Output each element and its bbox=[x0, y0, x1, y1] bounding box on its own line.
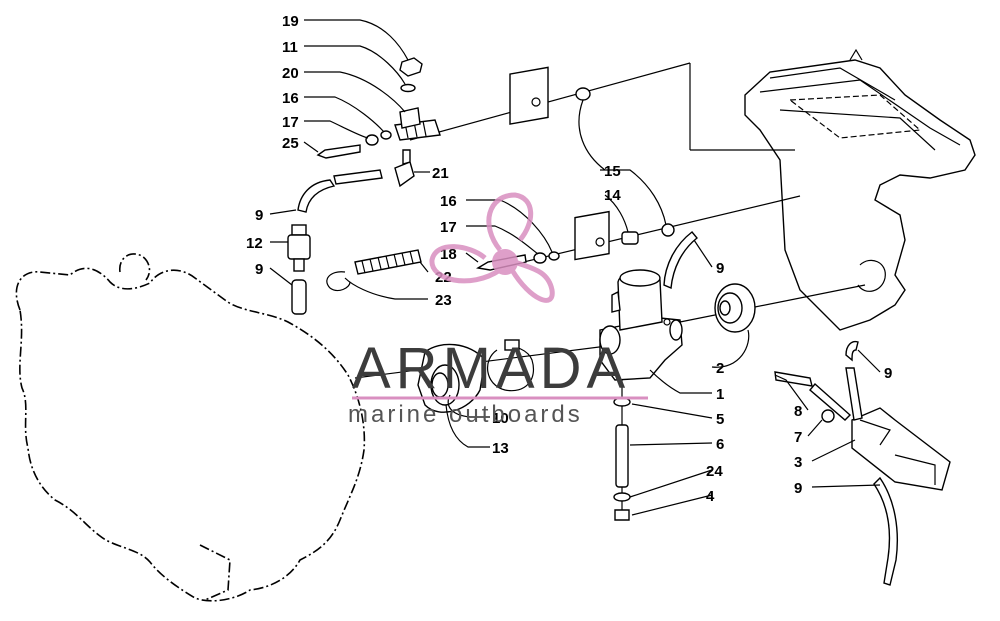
spacer-14 bbox=[621, 231, 639, 245]
callout-8: 8 bbox=[794, 403, 802, 420]
washer-11 bbox=[400, 83, 416, 93]
nut-7 bbox=[821, 409, 835, 423]
washer-16a bbox=[380, 130, 392, 140]
screw-25 bbox=[316, 144, 361, 159]
callout-16: 16 bbox=[282, 90, 299, 107]
airbox-housing bbox=[744, 48, 976, 331]
callout-17: 17 bbox=[282, 114, 299, 131]
mounting-bracket-upper bbox=[509, 66, 549, 125]
hex-nut-19 bbox=[399, 57, 423, 77]
grommet-15 bbox=[661, 223, 675, 237]
washer-17a bbox=[365, 134, 379, 146]
callout-18: 18 bbox=[440, 246, 457, 263]
air-adapter-2 bbox=[714, 283, 756, 333]
carburetor bbox=[599, 269, 683, 381]
clip-24 bbox=[613, 492, 631, 502]
callout-23: 23 bbox=[435, 292, 452, 309]
callout-4: 4 bbox=[706, 488, 715, 505]
hose-8 bbox=[774, 371, 813, 387]
mounting-bracket-lower bbox=[574, 210, 610, 261]
engine-mount bbox=[199, 544, 231, 601]
plug-4 bbox=[614, 509, 630, 521]
assembly-line-carb bbox=[679, 284, 866, 323]
hose-8b bbox=[809, 382, 852, 421]
callout-12: 12 bbox=[246, 235, 263, 252]
clamp-10 bbox=[487, 345, 534, 392]
clamp-10-screw bbox=[504, 339, 520, 351]
fuel-hose-upper-b bbox=[333, 169, 383, 185]
callout-9: 9 bbox=[794, 480, 802, 497]
reed-valve-3 bbox=[851, 407, 951, 491]
callout-21: 21 bbox=[432, 165, 449, 182]
armada-logo-icon bbox=[429, 192, 555, 303]
callout-5: 5 bbox=[716, 411, 724, 428]
callout-17: 17 bbox=[440, 219, 457, 236]
assembly-line-upper bbox=[409, 62, 691, 141]
circlip-23 bbox=[326, 271, 351, 292]
callout-13: 13 bbox=[492, 440, 509, 457]
fuel-hose-short bbox=[291, 279, 307, 315]
callout-14: 14 bbox=[604, 187, 621, 204]
grommet-upper-leader bbox=[578, 99, 606, 171]
fuel-hose-upper bbox=[297, 179, 336, 213]
hose-9-lower bbox=[873, 476, 899, 586]
hose-9-vertical bbox=[845, 367, 863, 421]
engine-outline bbox=[15, 267, 366, 602]
callout-24: 24 bbox=[706, 463, 723, 480]
fuel-filter-12 bbox=[287, 224, 311, 272]
callout-9: 9 bbox=[255, 207, 263, 224]
callout-9: 9 bbox=[255, 261, 263, 278]
watermark-subtitle: marine outboards bbox=[348, 401, 583, 428]
cable-adjuster-assembly bbox=[316, 57, 441, 188]
callout-7: 7 bbox=[794, 429, 802, 446]
callout-6: 6 bbox=[716, 436, 724, 453]
callout-20: 20 bbox=[282, 65, 299, 82]
drain-hose-6 bbox=[615, 424, 629, 488]
callout-11: 11 bbox=[282, 39, 298, 56]
callout-15: 15 bbox=[604, 163, 621, 180]
washer-17b bbox=[533, 252, 547, 264]
grommet-upper bbox=[575, 87, 591, 101]
callout-9: 9 bbox=[884, 365, 892, 382]
callout-16: 16 bbox=[440, 193, 457, 210]
callout-labels: 19 11 20 16 17 25 21 9 12 9 16 17 18 22 … bbox=[246, 13, 892, 505]
callout-9: 9 bbox=[716, 260, 724, 277]
callout-19: 19 bbox=[282, 13, 299, 30]
carb-vent-hose bbox=[663, 231, 698, 290]
fitting-21 bbox=[394, 149, 415, 188]
callout-10: 10 bbox=[492, 410, 509, 427]
watermark-title: ARMADA bbox=[352, 336, 630, 401]
callout-3: 3 bbox=[794, 454, 802, 471]
engine-top-cap bbox=[119, 253, 151, 281]
callout-1: 1 bbox=[716, 386, 724, 403]
intake-flange-13 bbox=[417, 343, 486, 413]
spring-22 bbox=[354, 249, 422, 275]
callout-2: 2 bbox=[716, 360, 724, 377]
washer-16b bbox=[548, 251, 560, 261]
callout-25: 25 bbox=[282, 135, 299, 152]
hose-9-upper bbox=[845, 340, 859, 362]
